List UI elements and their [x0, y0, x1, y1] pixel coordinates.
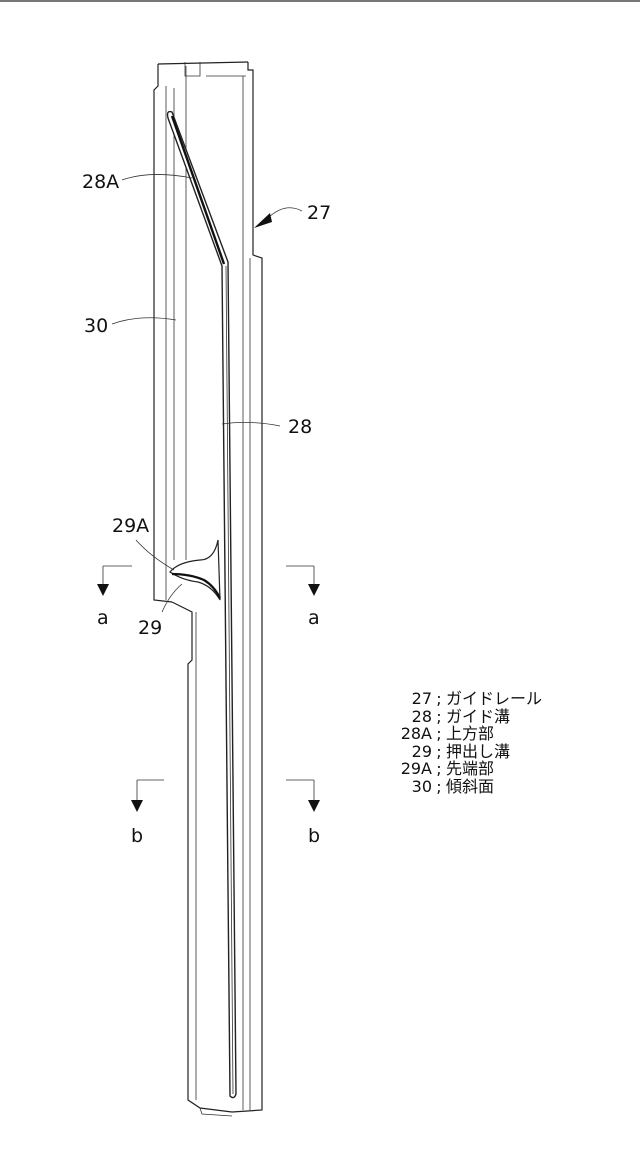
legend-code: 27	[376, 690, 432, 708]
legend-item: 30;傾斜面	[376, 778, 616, 796]
legend-description: 先端部	[446, 759, 494, 778]
legend-separator: ;	[432, 708, 446, 726]
legend-separator: ;	[432, 778, 446, 796]
label-section-b-left: b	[131, 825, 143, 847]
legend-item: 28A;上方部	[376, 725, 616, 743]
legend-separator: ;	[432, 725, 446, 743]
legend-description: 押出し溝	[446, 742, 510, 761]
label-27: 27	[307, 202, 331, 224]
legend-description: ガイド溝	[446, 707, 510, 726]
legend-description: ガイドレール	[446, 689, 542, 708]
legend-separator: ;	[432, 760, 446, 778]
legend-item: 27;ガイドレール	[376, 690, 616, 708]
legend-separator: ;	[432, 743, 446, 761]
label-28: 28	[288, 416, 312, 438]
legend-item: 29;押出し溝	[376, 743, 616, 761]
reference-legend: 27;ガイドレール 28;ガイド溝 28A;上方部 29;押出し溝 29A;先端…	[376, 690, 616, 795]
legend-description: 上方部	[446, 724, 494, 743]
label-29A: 29A	[112, 515, 149, 537]
label-30: 30	[84, 315, 108, 337]
legend-item: 29A;先端部	[376, 760, 616, 778]
legend-code: 28A	[376, 725, 432, 743]
push-out-groove	[170, 540, 220, 600]
section-b-markers	[131, 780, 320, 812]
legend-code: 28	[376, 708, 432, 726]
label-section-a-right: a	[308, 607, 320, 629]
legend-item: 28;ガイド溝	[376, 708, 616, 726]
label-29: 29	[138, 617, 162, 639]
label-section-a-left: a	[97, 607, 109, 629]
legend-code: 29	[376, 743, 432, 761]
label-28A: 28A	[82, 171, 119, 193]
legend-description: 傾斜面	[446, 777, 494, 796]
legend-code: 29A	[376, 760, 432, 778]
legend-code: 30	[376, 778, 432, 796]
label-section-b-right: b	[308, 825, 320, 847]
legend-separator: ;	[432, 690, 446, 708]
